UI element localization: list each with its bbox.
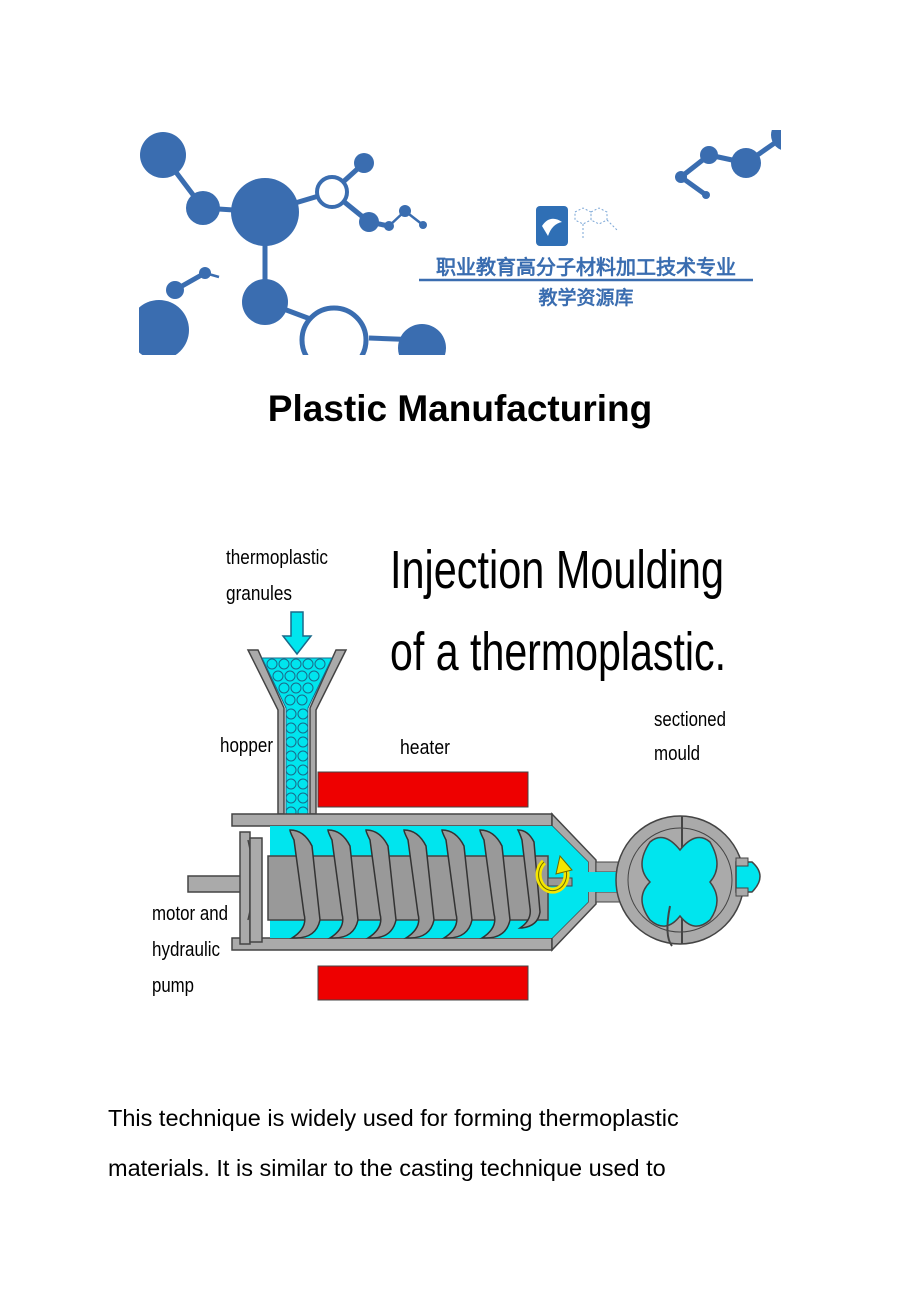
- motor-label-line3: pump: [152, 975, 194, 997]
- injection-moulding-diagram: Injection Moulding of a thermoplastic. t…: [140, 520, 780, 1010]
- screw-flights: [289, 829, 541, 939]
- rotation-arrow-icon: [535, 854, 573, 894]
- mould-label-line2: mould: [654, 743, 700, 765]
- granules-label-line1: thermoplastic: [226, 547, 328, 569]
- heater-top: [317, 771, 529, 808]
- heater-label: heater: [400, 737, 450, 759]
- body-line-1: This technique is widely used for formin…: [108, 1105, 679, 1131]
- header-banner: 职业教育高分子材料加工技术专业 教学资源库: [139, 130, 781, 355]
- diagram-heading-line1: Injection Moulding: [390, 540, 724, 600]
- heater-bottom: [317, 965, 529, 1001]
- granules-arrow-icon: [281, 611, 313, 656]
- hopper-label: hopper: [220, 735, 273, 757]
- sectioned-mould: [615, 815, 761, 947]
- org-name: 职业教育高分子材料加工技术专业: [436, 255, 736, 279]
- motor-label-line2: hydraulic: [152, 939, 220, 961]
- resource-library-subtitle: 教学资源库: [538, 286, 633, 309]
- book-molecule-logo-icon: [536, 206, 618, 246]
- body-line-2: materials. It is similar to the casting …: [108, 1155, 666, 1181]
- granules-label-line2: granules: [226, 583, 292, 605]
- mould-label-line1: sectioned: [654, 709, 726, 731]
- diagram-heading-line2: of a thermoplastic.: [390, 622, 726, 682]
- molecule-decoration: 职业教育高分子材料加工技术专业 教学资源库: [139, 130, 781, 355]
- body-paragraph: This technique is widely used for formin…: [108, 1093, 808, 1193]
- motor-label-line1: motor and: [152, 903, 228, 925]
- page-title: Plastic Manufacturing: [267, 388, 653, 429]
